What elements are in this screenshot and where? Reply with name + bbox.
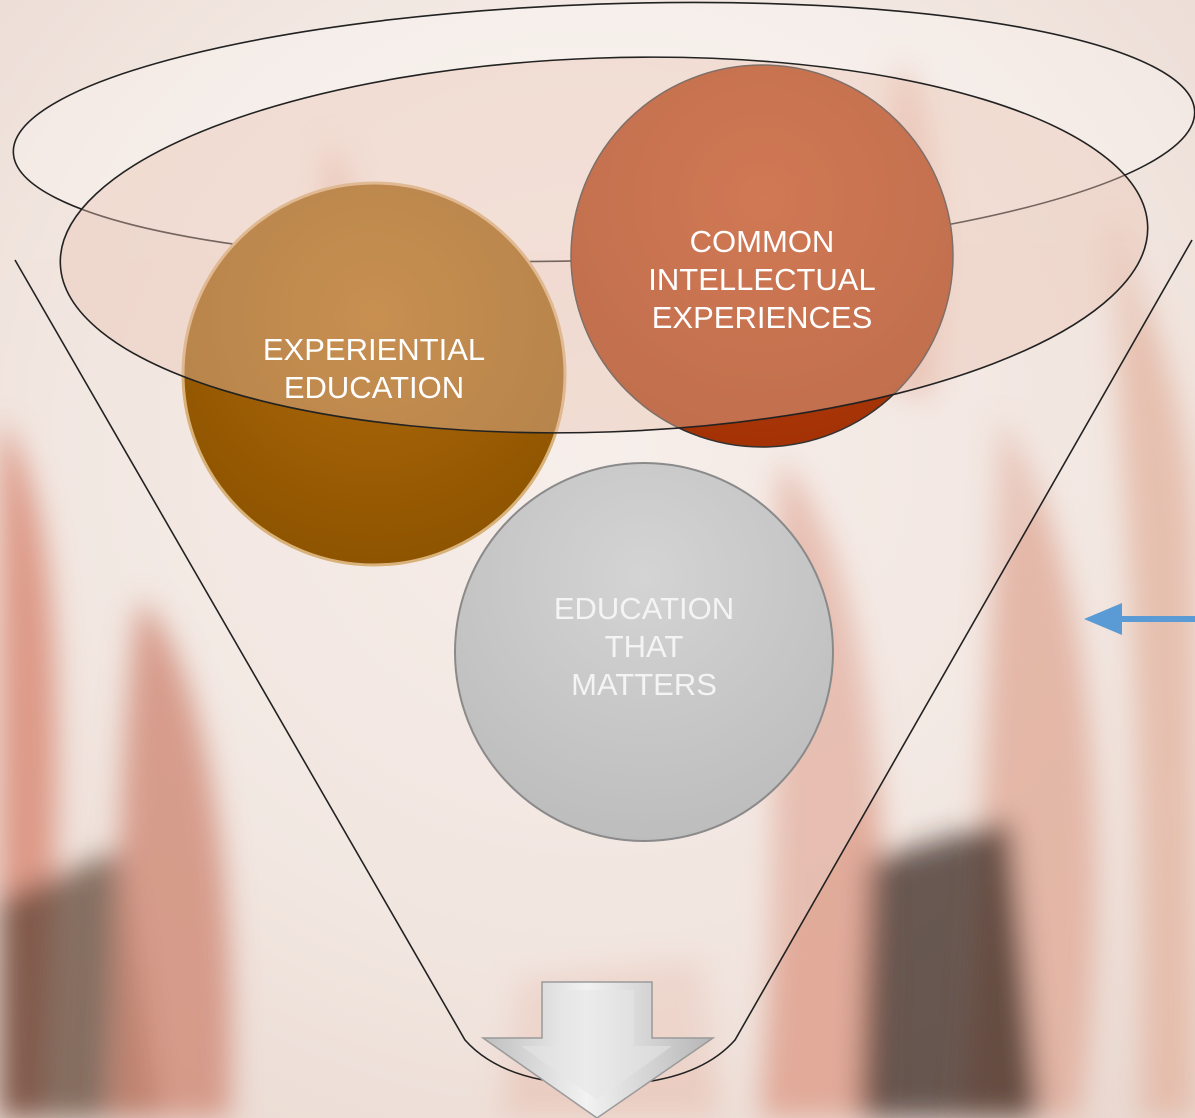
- circle-common-intellectual-experiences: [570, 64, 954, 448]
- circle-education-that-matters: [454, 462, 834, 842]
- down-arrow-highlight: [521, 990, 672, 1100]
- funnel-inner-mouth: [59, 56, 1149, 434]
- side-arrow-head: [1084, 603, 1122, 635]
- circle-experiential-education: [181, 181, 567, 567]
